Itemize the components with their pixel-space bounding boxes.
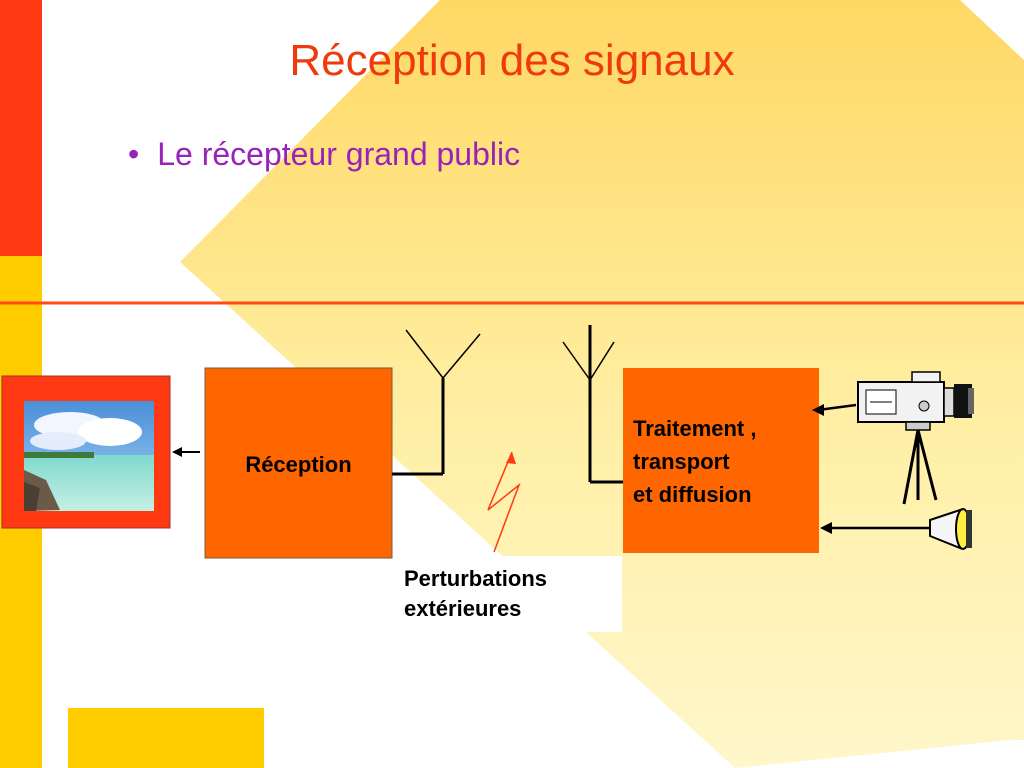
processing-label-line1: Traitement , — [633, 416, 757, 441]
transmitting-antenna-icon — [562, 325, 623, 484]
arrow-from-camera — [812, 403, 857, 416]
processing-box — [623, 368, 819, 553]
disturbance-label: Perturbations extérieures — [398, 556, 622, 632]
bullet-dot-icon: • — [128, 136, 140, 172]
processing-label-line2: transport — [633, 449, 730, 474]
background-diamond — [180, 0, 1024, 768]
processing-label-line3: et diffusion — [633, 482, 752, 507]
bottom-yellow-block — [68, 708, 264, 768]
lightning-icon — [487, 451, 521, 553]
slide-title: Réception des signaux — [289, 36, 735, 85]
bullet-text: Le récepteur grand public — [157, 136, 521, 172]
video-camera-icon — [857, 371, 974, 505]
arrow-to-screen — [172, 447, 200, 457]
disturbance-label-line2: extérieures — [404, 596, 522, 621]
arrow-from-microphone — [820, 522, 930, 534]
reception-label: Réception — [245, 452, 352, 477]
beach-photo — [24, 401, 154, 511]
receiving-antenna-icon — [392, 329, 481, 476]
bullet-item: • Le récepteur grand public — [128, 136, 520, 173]
reception-box — [204, 367, 393, 559]
left-stripe-red — [0, 0, 42, 256]
disturbance-label-line1: Perturbations — [404, 566, 548, 591]
processing-label: Traitement , transport et diffusion — [633, 412, 756, 511]
microphone-icon — [929, 508, 972, 550]
